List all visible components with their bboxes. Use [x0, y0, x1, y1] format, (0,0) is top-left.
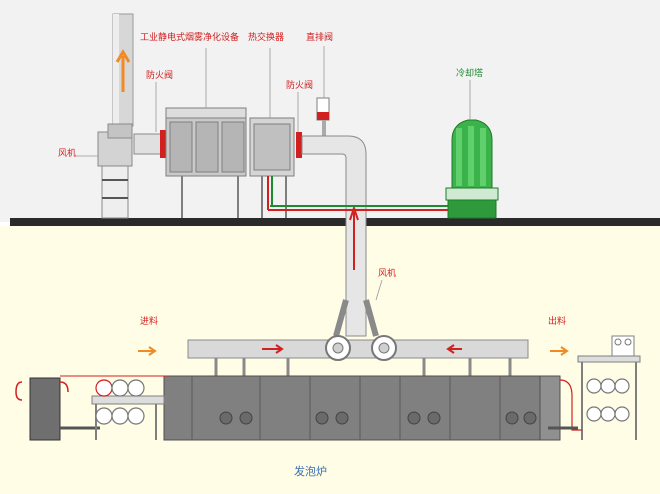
direct-exhaust-valve [316, 97, 330, 136]
roller-icon [127, 379, 145, 397]
heat-exchanger-unit [249, 117, 295, 218]
roller-icon [127, 407, 145, 425]
label-fan-top: 风机 [58, 149, 77, 159]
lower-background [0, 226, 660, 494]
roller-icon [614, 406, 630, 422]
outfeed-unit [548, 335, 641, 440]
main-duct [301, 135, 367, 337]
label-cooling-tower: 冷却塔 [456, 69, 484, 79]
fire-damper-left-red [160, 130, 166, 158]
cooling-pipes [267, 176, 456, 211]
roller-icon [111, 379, 129, 397]
leader-lines [76, 46, 471, 301]
cooling-tower [445, 119, 499, 219]
exhaust-stack [112, 13, 134, 127]
label-feed-out: 出料 [548, 317, 567, 327]
stack-arrow-icon [115, 49, 131, 92]
label-foaming-furnace: 发泡炉 [294, 465, 327, 478]
feed-in-arrow-icon [138, 346, 157, 356]
label-heat-exchanger: 热交换器 [248, 33, 285, 43]
duct-left-arrow-icon [446, 344, 462, 354]
bottom-fans [325, 299, 397, 361]
label-fire-damper-left: 防火阀 [146, 71, 174, 81]
label-direct-exhaust-valve: 直排阀 [306, 33, 334, 43]
fire-damper-right-red [296, 132, 302, 158]
roller-icon [600, 378, 616, 394]
roller-icon [586, 378, 602, 394]
label-fire-damper-right: 防火阀 [286, 81, 314, 91]
feed-out-arrow-icon [550, 346, 569, 356]
roller-icon [95, 379, 113, 397]
infeed-unit [15, 375, 168, 441]
roller-icon [600, 406, 616, 422]
purifier-unit [165, 107, 247, 218]
roller-icon [586, 406, 602, 422]
furnace-top-duct [187, 339, 529, 376]
roller-icon [95, 407, 113, 425]
fan-top [97, 123, 133, 219]
duct-up-arrow-icon [349, 204, 359, 270]
floor-bar [10, 218, 660, 226]
fire-damper-left-shape [133, 133, 165, 155]
label-purifier: 工业静电式烟雾净化设备 [140, 33, 240, 43]
duct-right-arrow-icon [262, 344, 284, 354]
roller-icon [111, 407, 129, 425]
foaming-furnace [163, 375, 561, 441]
roller-icon [614, 378, 630, 394]
label-feed-in: 进料 [140, 317, 159, 327]
label-fan-bottom: 风机 [378, 269, 397, 279]
